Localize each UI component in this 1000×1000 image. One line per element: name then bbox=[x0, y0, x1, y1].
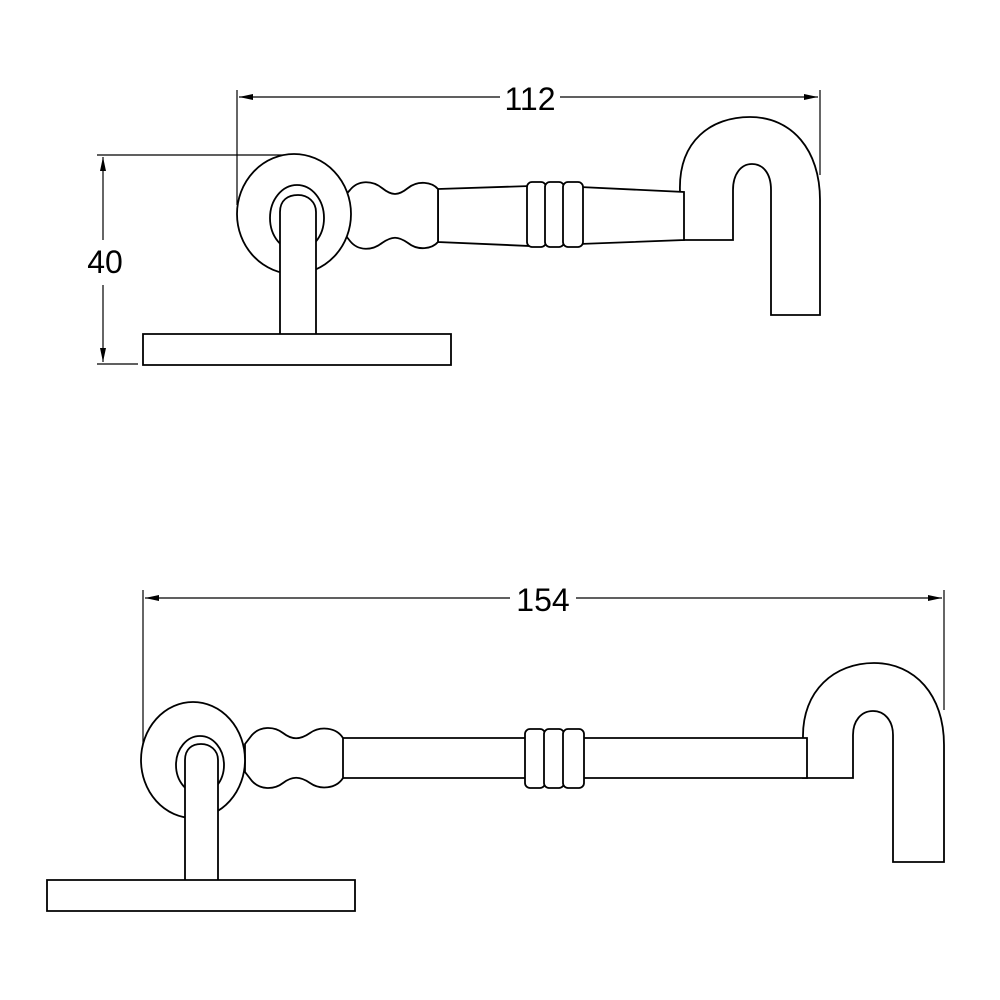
length-label: 154 bbox=[516, 582, 569, 618]
decorative-bands bbox=[525, 729, 584, 788]
hook-end bbox=[803, 663, 944, 862]
bar-right bbox=[580, 738, 807, 778]
length-dimension-112: 112 bbox=[237, 81, 820, 205]
mounting-stem bbox=[280, 195, 316, 334]
length-dimension-154: 154 bbox=[143, 582, 944, 750]
height-dimension-40: 40 bbox=[87, 155, 300, 364]
base-plate bbox=[47, 880, 355, 911]
mounting-stem bbox=[185, 744, 218, 880]
decorative-bands bbox=[527, 182, 583, 247]
bar-tapered bbox=[438, 186, 530, 246]
hook-end bbox=[680, 117, 820, 315]
large-hook-drawing: 154 bbox=[47, 582, 944, 911]
bar-right bbox=[580, 187, 684, 244]
small-hook-drawing: 112 40 bbox=[87, 81, 820, 365]
length-label: 112 bbox=[504, 81, 555, 117]
base-plate bbox=[143, 334, 451, 365]
handle-knob bbox=[343, 182, 438, 249]
height-label: 40 bbox=[87, 244, 123, 280]
bar-left bbox=[340, 738, 530, 778]
handle-knob bbox=[245, 728, 343, 788]
